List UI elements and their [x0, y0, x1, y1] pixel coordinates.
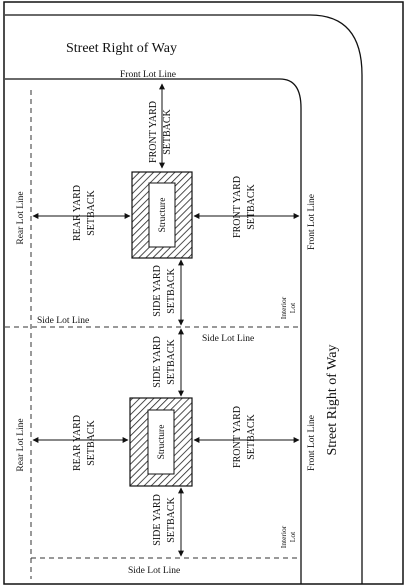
- rear-setback-label-2: SETBACK: [86, 419, 97, 465]
- interior-lot-label-2: Lot: [288, 531, 297, 542]
- side-lot-line-left-label: Side Lot Line: [37, 316, 89, 326]
- side-setback-top-label-2: SETBACK: [166, 338, 177, 384]
- frame: [3, 1, 404, 585]
- structure-box: [148, 182, 176, 248]
- front-lot-line-top-label: Front Lot Line: [120, 70, 176, 80]
- side-lot-line-bottom-label: Side Lot Line: [128, 566, 180, 576]
- structure-box: [147, 409, 175, 475]
- street-outer-edge: [5, 78, 302, 584]
- side-setback-label-2: SETBACK: [166, 496, 177, 542]
- rear-setback-label-1: REAR YARD: [72, 185, 83, 241]
- interior-lot-label-1: Interior: [279, 525, 288, 548]
- front-setback-top-label-1: FRONT YARD: [148, 101, 159, 163]
- street-row-label-top: Street Right of Way: [66, 41, 177, 56]
- front-lot-line-label: Front Lot Line: [307, 194, 317, 250]
- side-setback-label-1: SIDE YARD: [152, 494, 163, 546]
- front-setback-right-label-2: SETBACK: [246, 413, 257, 459]
- side-lot-line-mid-label: Side Lot Line: [202, 334, 254, 344]
- front-setback-right-label-1: FRONT YARD: [232, 406, 243, 468]
- side-setback-label-1: SIDE YARD: [152, 265, 163, 317]
- rear-lot-line-label: Rear Lot Line: [16, 418, 26, 471]
- lot-upper: Structure Rear Lot Line REAR YARD SETBAC…: [16, 83, 317, 326]
- rear-setback-label-2: SETBACK: [86, 189, 97, 235]
- rear-setback-label-1: REAR YARD: [72, 415, 83, 471]
- structure-label: Structure: [158, 198, 168, 233]
- lot-lower: Structure Rear Lot Line REAR YARD SETBAC…: [16, 328, 317, 557]
- structure-label: Structure: [157, 425, 167, 460]
- street-row-label-right: Street Right of Way: [325, 345, 340, 456]
- street-inner-edge: [5, 14, 363, 584]
- front-setback-right-label-2: SETBACK: [246, 183, 257, 229]
- side-setback-top-label-1: SIDE YARD: [152, 336, 163, 388]
- front-lot-line-label: Front Lot Line: [307, 415, 317, 471]
- front-setback-right-label-1: FRONT YARD: [232, 176, 243, 238]
- interior-lot-label-2: Lot: [288, 302, 297, 313]
- front-setback-top-label-2: SETBACK: [162, 108, 173, 154]
- interior-lot-label-1: Interior: [279, 296, 288, 319]
- rear-lot-line-label: Rear Lot Line: [16, 191, 26, 244]
- side-setback-label-2: SETBACK: [166, 267, 177, 313]
